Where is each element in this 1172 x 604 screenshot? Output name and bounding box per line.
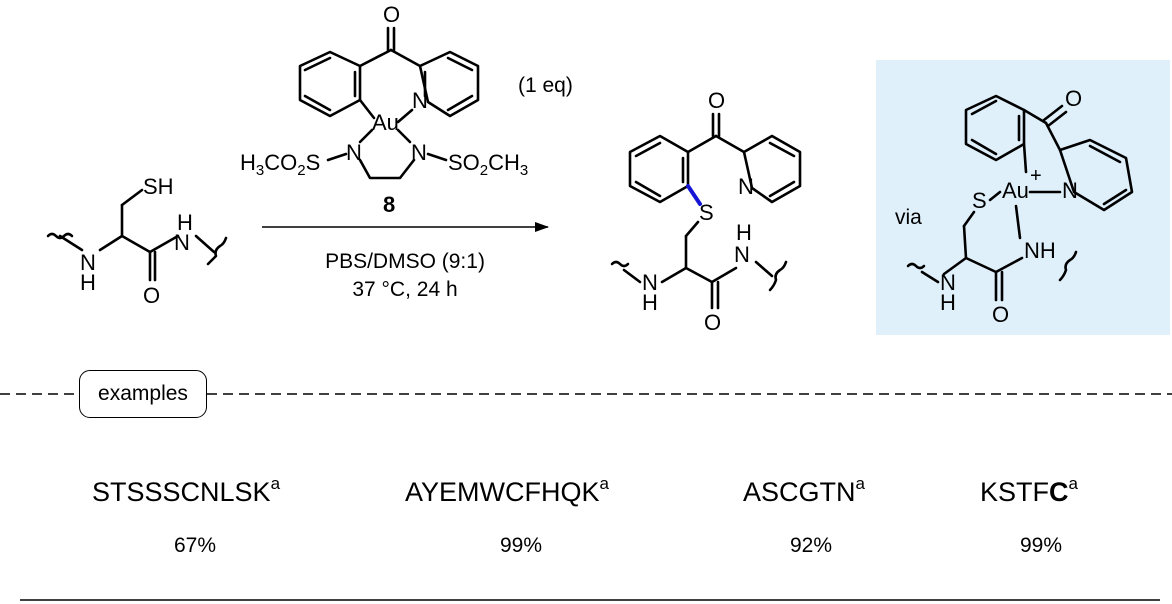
- example-sequence-1: STSSSCNLSKa: [92, 474, 281, 507]
- svg-text:H: H: [940, 290, 956, 315]
- example-yield-1: 67%: [173, 534, 217, 557]
- carbonyl-o: O: [143, 283, 160, 308]
- svg-text:O: O: [1065, 86, 1082, 111]
- example-yield-2: 99%: [499, 534, 543, 557]
- compound-number: 8: [383, 192, 395, 217]
- wavy-bond-right: [768, 260, 788, 292]
- wavy-bond-right: [1058, 250, 1078, 282]
- svg-text:N: N: [738, 174, 754, 199]
- wavy-bond-left: [46, 232, 74, 240]
- example-sequence-2: AYEMWCFHQKa: [405, 474, 609, 507]
- wavy-bond-left: [906, 262, 926, 270]
- svg-text:N: N: [1062, 178, 1078, 203]
- svg-text:H: H: [736, 220, 752, 245]
- nh-label: N: [80, 250, 96, 275]
- via-label: via: [895, 206, 922, 229]
- svg-text:H: H: [80, 270, 96, 295]
- right-sulfonyl: SO2CH3: [448, 150, 528, 179]
- svg-text:N: N: [412, 88, 428, 113]
- svg-text:O: O: [708, 88, 725, 113]
- svg-text:N: N: [346, 140, 362, 165]
- intermediate-box: [876, 60, 1170, 335]
- svg-text:NH: NH: [1024, 238, 1056, 263]
- wavy-bond-left: [610, 260, 630, 268]
- examples-label: examples: [79, 370, 207, 418]
- arylated-product: O N S N H O H N: [610, 88, 802, 335]
- cysteine-substrate: N H O H N SH: [46, 174, 228, 308]
- svg-text:O: O: [383, 2, 400, 27]
- svg-text:N: N: [940, 270, 956, 295]
- cation-charge: +: [1030, 165, 1042, 187]
- svg-text:O: O: [704, 310, 721, 335]
- amide-n: N: [174, 230, 190, 255]
- new-cs-bond: [686, 184, 702, 206]
- thiol-label: SH: [143, 174, 174, 199]
- reagent-metal: Au: [372, 110, 399, 135]
- svg-text:S: S: [699, 200, 714, 225]
- example-yield-3: 92%: [789, 534, 833, 557]
- svg-text:H: H: [642, 290, 658, 315]
- svg-text:N: N: [642, 270, 658, 295]
- equivalents-label: (1 eq): [518, 74, 573, 97]
- svg-text:S: S: [972, 188, 987, 213]
- svg-text:O: O: [992, 302, 1009, 327]
- example-sequence-4: KSTFCa: [980, 474, 1078, 507]
- conditions-temp-time: 37 °C, 24 h: [352, 278, 457, 301]
- gold-reagent: O N Au N N H3CO2S SO2CH3 8 (1 eq): [240, 2, 573, 217]
- example-sequence-3: ASCGTNa: [743, 474, 865, 507]
- example-yield-4: 99%: [1019, 534, 1063, 557]
- svg-text:N: N: [411, 140, 427, 165]
- svg-text:H: H: [177, 210, 193, 235]
- conditions-solvent: PBS/DMSO (9:1): [325, 250, 485, 273]
- wavy-bond-right: [206, 236, 228, 266]
- svg-text:N: N: [734, 242, 750, 267]
- intermediate-metal: Au: [1002, 178, 1029, 203]
- left-sulfonyl: H3CO2S: [240, 150, 320, 179]
- gold-intermediate: via O N Au + S NH N H O: [895, 86, 1134, 327]
